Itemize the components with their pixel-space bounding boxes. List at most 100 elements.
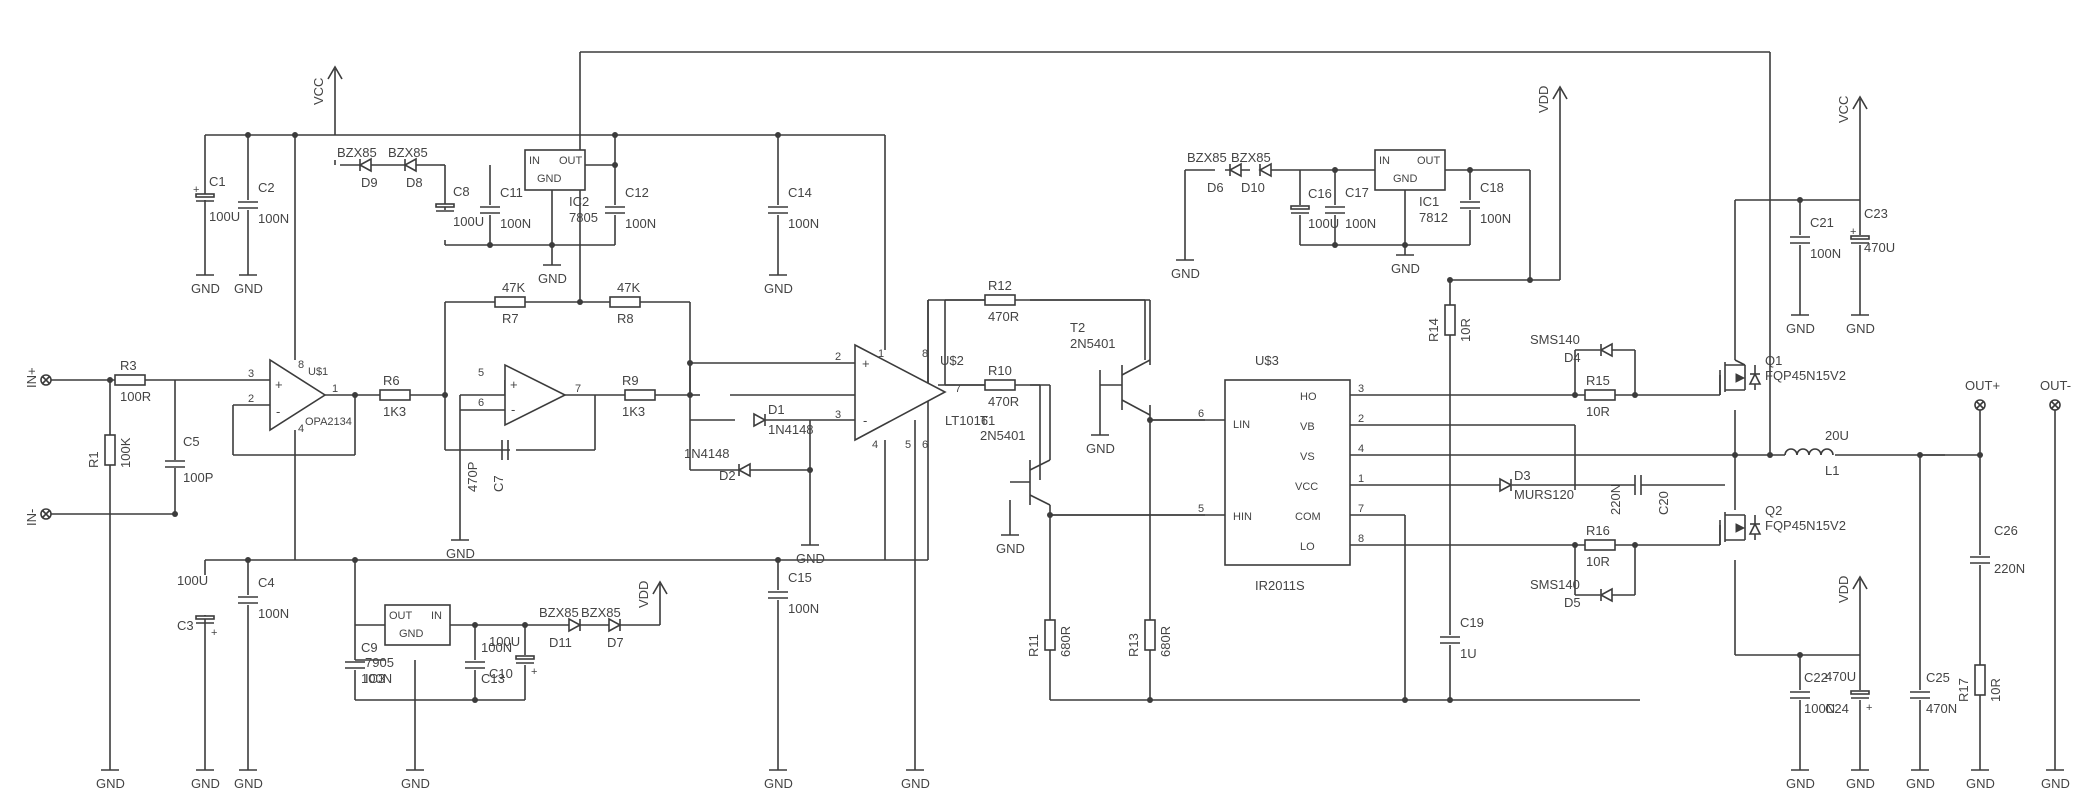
comparator-u2: + - 2 3 1 4 5 6 8 7 U$2 LT1016 <box>835 343 988 451</box>
svg-text:LT1016: LT1016 <box>945 413 988 428</box>
svg-text:GND: GND <box>234 281 263 296</box>
mosfet-q1: Q1 FQP45N15V2 <box>1719 353 1846 395</box>
svg-text:HIN: HIN <box>1233 511 1252 523</box>
svg-text:1N4148: 1N4148 <box>684 446 730 461</box>
svg-text:C12: C12 <box>625 185 649 200</box>
svg-text:+: + <box>510 377 518 392</box>
svg-text:C11: C11 <box>500 185 523 200</box>
svg-text:220N: 220N <box>1608 484 1623 515</box>
svg-text:8: 8 <box>298 359 304 371</box>
svg-text:VS: VS <box>1300 451 1315 463</box>
svg-text:D5: D5 <box>1564 595 1581 610</box>
svg-text:2: 2 <box>1358 413 1364 425</box>
ground-symbols: GND GND GND GND GND GND GND GND GND GND … <box>96 244 2070 791</box>
capacitor-c11: C11 100N <box>479 185 531 231</box>
svg-text:C22: C22 <box>1804 670 1828 685</box>
svg-text:C5: C5 <box>183 434 200 449</box>
vdd-symbol-2: VDD <box>636 581 668 611</box>
svg-text:R9: R9 <box>622 373 639 388</box>
svg-text:100R: 100R <box>120 389 151 404</box>
capacitor-c22: C22 100N <box>1789 670 1835 716</box>
svg-text:D7: D7 <box>607 635 624 650</box>
svg-text:GND: GND <box>96 776 125 791</box>
svg-text:GND: GND <box>1846 776 1875 791</box>
svg-text:100N: 100N <box>258 606 289 621</box>
svg-text:Q2: Q2 <box>1765 503 1782 518</box>
svg-text:GND: GND <box>1393 173 1418 185</box>
svg-text:D11: D11 <box>549 635 572 650</box>
svg-text:LIN: LIN <box>1233 419 1250 431</box>
svg-text:100N: 100N <box>1804 701 1835 716</box>
svg-text:1K3: 1K3 <box>622 404 645 419</box>
svg-text:7: 7 <box>575 383 581 395</box>
svg-text:C3: C3 <box>177 618 194 633</box>
svg-text:+: + <box>862 356 870 371</box>
svg-text:7: 7 <box>1358 503 1364 515</box>
svg-text:R17: R17 <box>1956 678 1971 702</box>
svg-text:C10: C10 <box>489 666 513 681</box>
svg-text:6: 6 <box>1198 408 1204 420</box>
svg-text:100N: 100N <box>500 216 531 231</box>
svg-text:100P: 100P <box>183 470 213 485</box>
svg-text:VDD: VDD <box>1536 86 1551 113</box>
svg-text:C26: C26 <box>1994 523 2018 538</box>
svg-text:100N: 100N <box>788 601 819 616</box>
svg-text:7905: 7905 <box>365 655 394 670</box>
svg-text:L1: L1 <box>1825 463 1839 478</box>
svg-text:3: 3 <box>835 409 841 421</box>
svg-text:IN: IN <box>431 610 442 622</box>
svg-text:1K3: 1K3 <box>383 404 406 419</box>
svg-text:100U: 100U <box>453 214 484 229</box>
svg-text:100N: 100N <box>788 216 819 231</box>
svg-text:20U: 20U <box>1825 428 1849 443</box>
svg-text:OPA2134: OPA2134 <box>305 416 352 428</box>
svg-text:BZX85: BZX85 <box>1187 150 1227 165</box>
svg-text:D3: D3 <box>1514 468 1531 483</box>
svg-text:GND: GND <box>537 173 562 185</box>
svg-text:OUT: OUT <box>1417 155 1441 167</box>
svg-text:C17: C17 <box>1345 185 1369 200</box>
svg-text:BZX85: BZX85 <box>337 145 377 160</box>
svg-text:R14: R14 <box>1426 318 1441 342</box>
svg-text:-: - <box>276 404 280 419</box>
svg-text:C14: C14 <box>788 185 812 200</box>
svg-text:-: - <box>511 402 515 417</box>
svg-text:C9: C9 <box>361 640 378 655</box>
svg-text:1U: 1U <box>1460 646 1477 661</box>
svg-text:GND: GND <box>764 281 793 296</box>
svg-text:470R: 470R <box>988 309 1019 324</box>
svg-text:GND: GND <box>1786 321 1815 336</box>
svg-text:VCC: VCC <box>1295 481 1318 493</box>
svg-text:100K: 100K <box>118 437 133 468</box>
svg-text:GND: GND <box>1086 441 1115 456</box>
svg-text:8: 8 <box>1358 533 1364 545</box>
svg-text:FQP45N15V2: FQP45N15V2 <box>1765 518 1846 533</box>
svg-text:100N: 100N <box>481 640 512 655</box>
svg-text:5: 5 <box>478 367 484 379</box>
svg-text:47K: 47K <box>502 280 525 295</box>
svg-text:+: + <box>531 666 537 678</box>
svg-text:U$1: U$1 <box>308 366 328 378</box>
svg-text:GND: GND <box>1966 776 1995 791</box>
svg-text:C13: C13 <box>481 671 505 686</box>
svg-text:4: 4 <box>298 423 304 435</box>
svg-text:7: 7 <box>955 383 961 395</box>
svg-text:D4: D4 <box>1564 350 1581 365</box>
svg-text:VDD: VDD <box>636 581 651 608</box>
svg-text:R6: R6 <box>383 373 400 388</box>
svg-text:100N: 100N <box>1810 246 1841 261</box>
